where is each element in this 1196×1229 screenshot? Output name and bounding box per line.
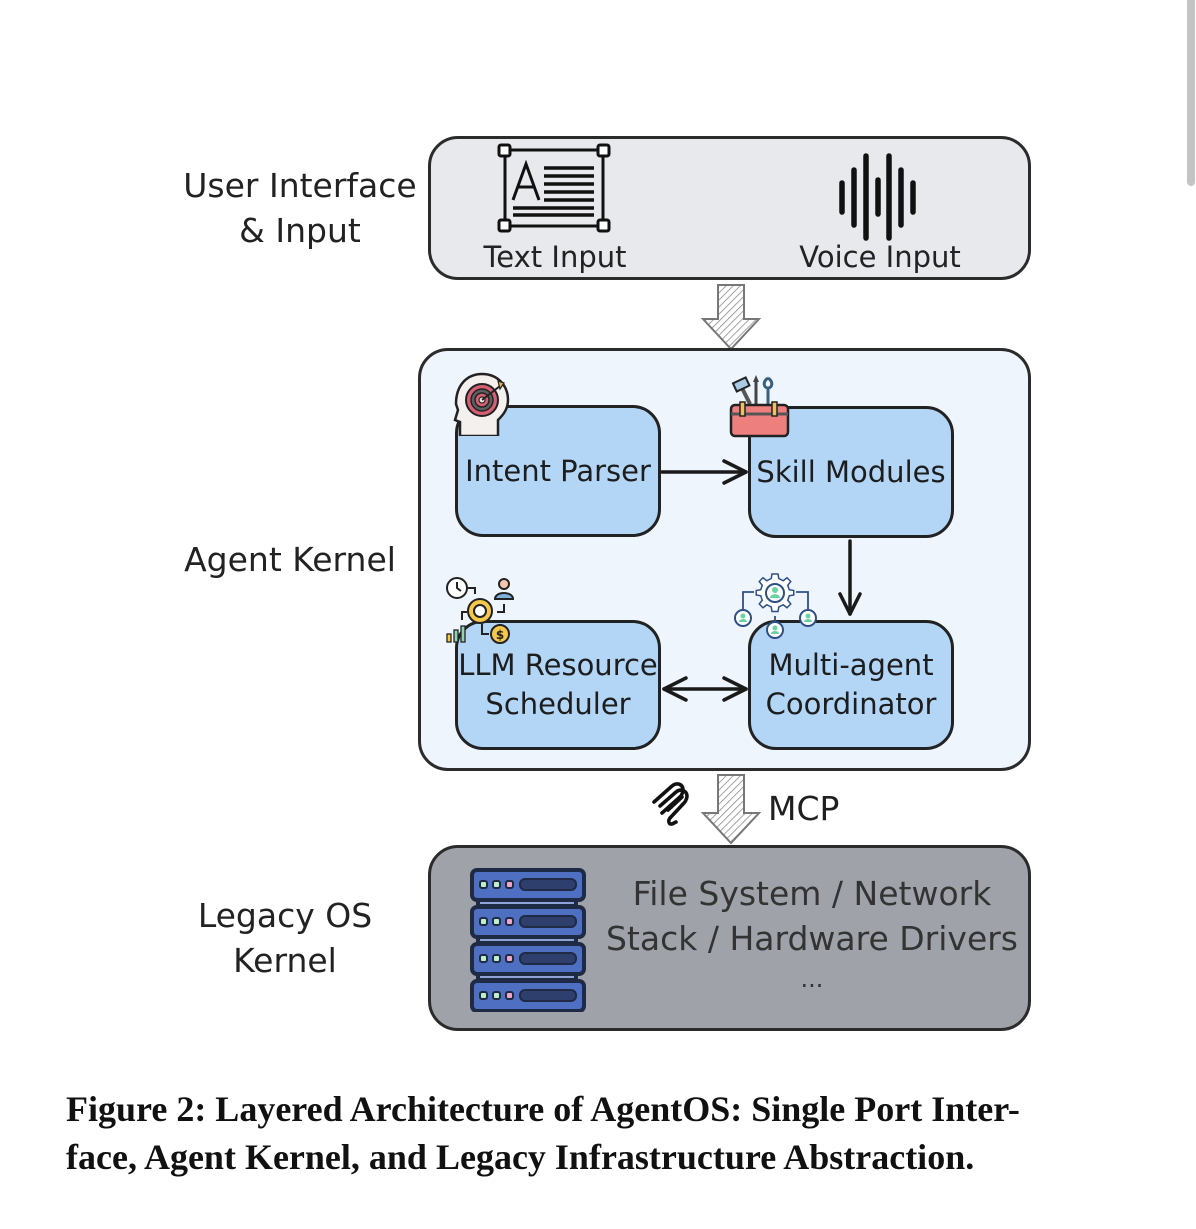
head-target-icon xyxy=(453,372,510,436)
down-arrow-kernel-to-legacy xyxy=(700,774,762,845)
legacy-description: File System / Network Stack / Hardware D… xyxy=(598,871,1026,997)
voice-input-label: Voice Input xyxy=(799,240,961,274)
layer-label-line: Kernel xyxy=(233,941,337,980)
svg-text:$: $ xyxy=(496,628,504,642)
server-rack-icon xyxy=(470,868,586,1012)
toolbox-icon xyxy=(729,375,790,438)
multi-agent-coordinator-module: Multi-agent Coordinator xyxy=(748,620,954,750)
arrow-scheduler-coordinator-bidirectional xyxy=(662,676,748,702)
legacy-text-line: Stack / Hardware Drivers xyxy=(605,919,1019,958)
mcp-label: MCP xyxy=(768,789,840,828)
text-input-label: Text Input xyxy=(483,240,627,274)
sound-wave-icon xyxy=(839,153,916,241)
arrow-intent-to-skill xyxy=(660,459,748,485)
layer-label-legacy: Legacy OS Kernel xyxy=(155,893,415,983)
resource-scheduler-icon: $ xyxy=(446,577,515,644)
layer-label-line: & Input xyxy=(239,211,361,250)
agent-network-icon xyxy=(734,573,817,639)
module-label: Multi-agent xyxy=(768,648,934,682)
module-label: Skill Modules xyxy=(756,454,946,489)
legacy-text-line: File System / Network xyxy=(632,874,992,913)
kernel-arrows xyxy=(660,459,862,702)
module-label: Scheduler xyxy=(485,687,631,721)
scrollbar[interactable] xyxy=(1187,0,1195,186)
module-label: Intent Parser xyxy=(465,453,651,488)
caption-line: face, Agent Kernel, and Legacy Infrastru… xyxy=(66,1137,975,1177)
down-arrow-ui-to-kernel xyxy=(700,284,762,351)
figure-caption: Figure 2: Layered Architecture of AgentO… xyxy=(66,1085,1146,1181)
arrow-skill-to-coordinator xyxy=(838,539,862,616)
caption-line: Figure 2: Layered Architecture of AgentO… xyxy=(66,1089,1020,1129)
text-document-icon xyxy=(497,143,611,233)
layer-label-ui: User Interface & Input xyxy=(150,163,450,253)
legacy-text-ellipsis: ... xyxy=(800,965,824,993)
llm-resource-scheduler-module: LLM Resource Scheduler xyxy=(455,620,661,750)
layer-label-kernel: Agent Kernel xyxy=(184,540,396,579)
module-label: LLM Resource xyxy=(458,648,658,682)
module-label: Coordinator xyxy=(765,687,937,721)
layer-label-line: Legacy OS xyxy=(197,896,373,935)
mcp-logo-icon xyxy=(652,782,689,826)
layer-label-line: User Interface xyxy=(183,166,417,205)
